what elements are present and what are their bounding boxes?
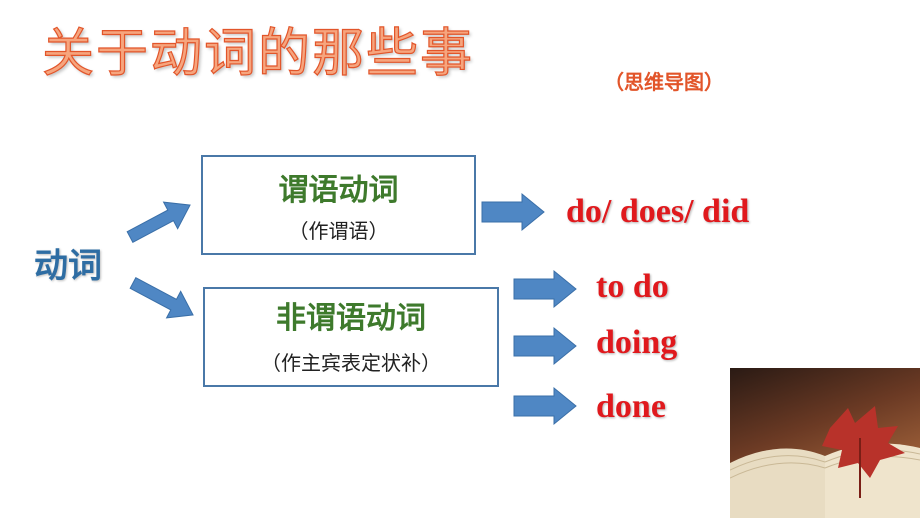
form-done: done	[596, 388, 666, 425]
root-node-verb: 动词	[34, 246, 102, 286]
branch-label: 非谓语动词	[276, 301, 426, 336]
open-book-leaf-image	[730, 368, 920, 518]
branch-label: 谓语动词	[278, 173, 399, 208]
form-doing: doing	[596, 324, 678, 361]
right-arrow-icon	[126, 201, 191, 243]
branch-node-predicate-verb: 谓语动词 （作谓语）	[201, 155, 476, 255]
right-arrow-icon	[129, 277, 194, 319]
page-subtitle: （思维导图）	[604, 70, 724, 94]
form-do-does-did: do/ does/ did	[566, 193, 750, 230]
right-arrow-icon	[513, 269, 577, 309]
branch-sublabel: （作主宾表定状补）	[261, 351, 441, 375]
branch-node-non-predicate-verb: 非谓语动词 （作主宾表定状补）	[203, 287, 499, 387]
form-to-do: to do	[596, 268, 669, 305]
right-arrow-icon	[513, 326, 577, 366]
branch-sublabel: （作谓语）	[288, 219, 389, 243]
page-title: 关于动词的那些事	[41, 24, 475, 84]
right-arrow-icon	[481, 192, 545, 232]
right-arrow-icon	[513, 386, 577, 426]
